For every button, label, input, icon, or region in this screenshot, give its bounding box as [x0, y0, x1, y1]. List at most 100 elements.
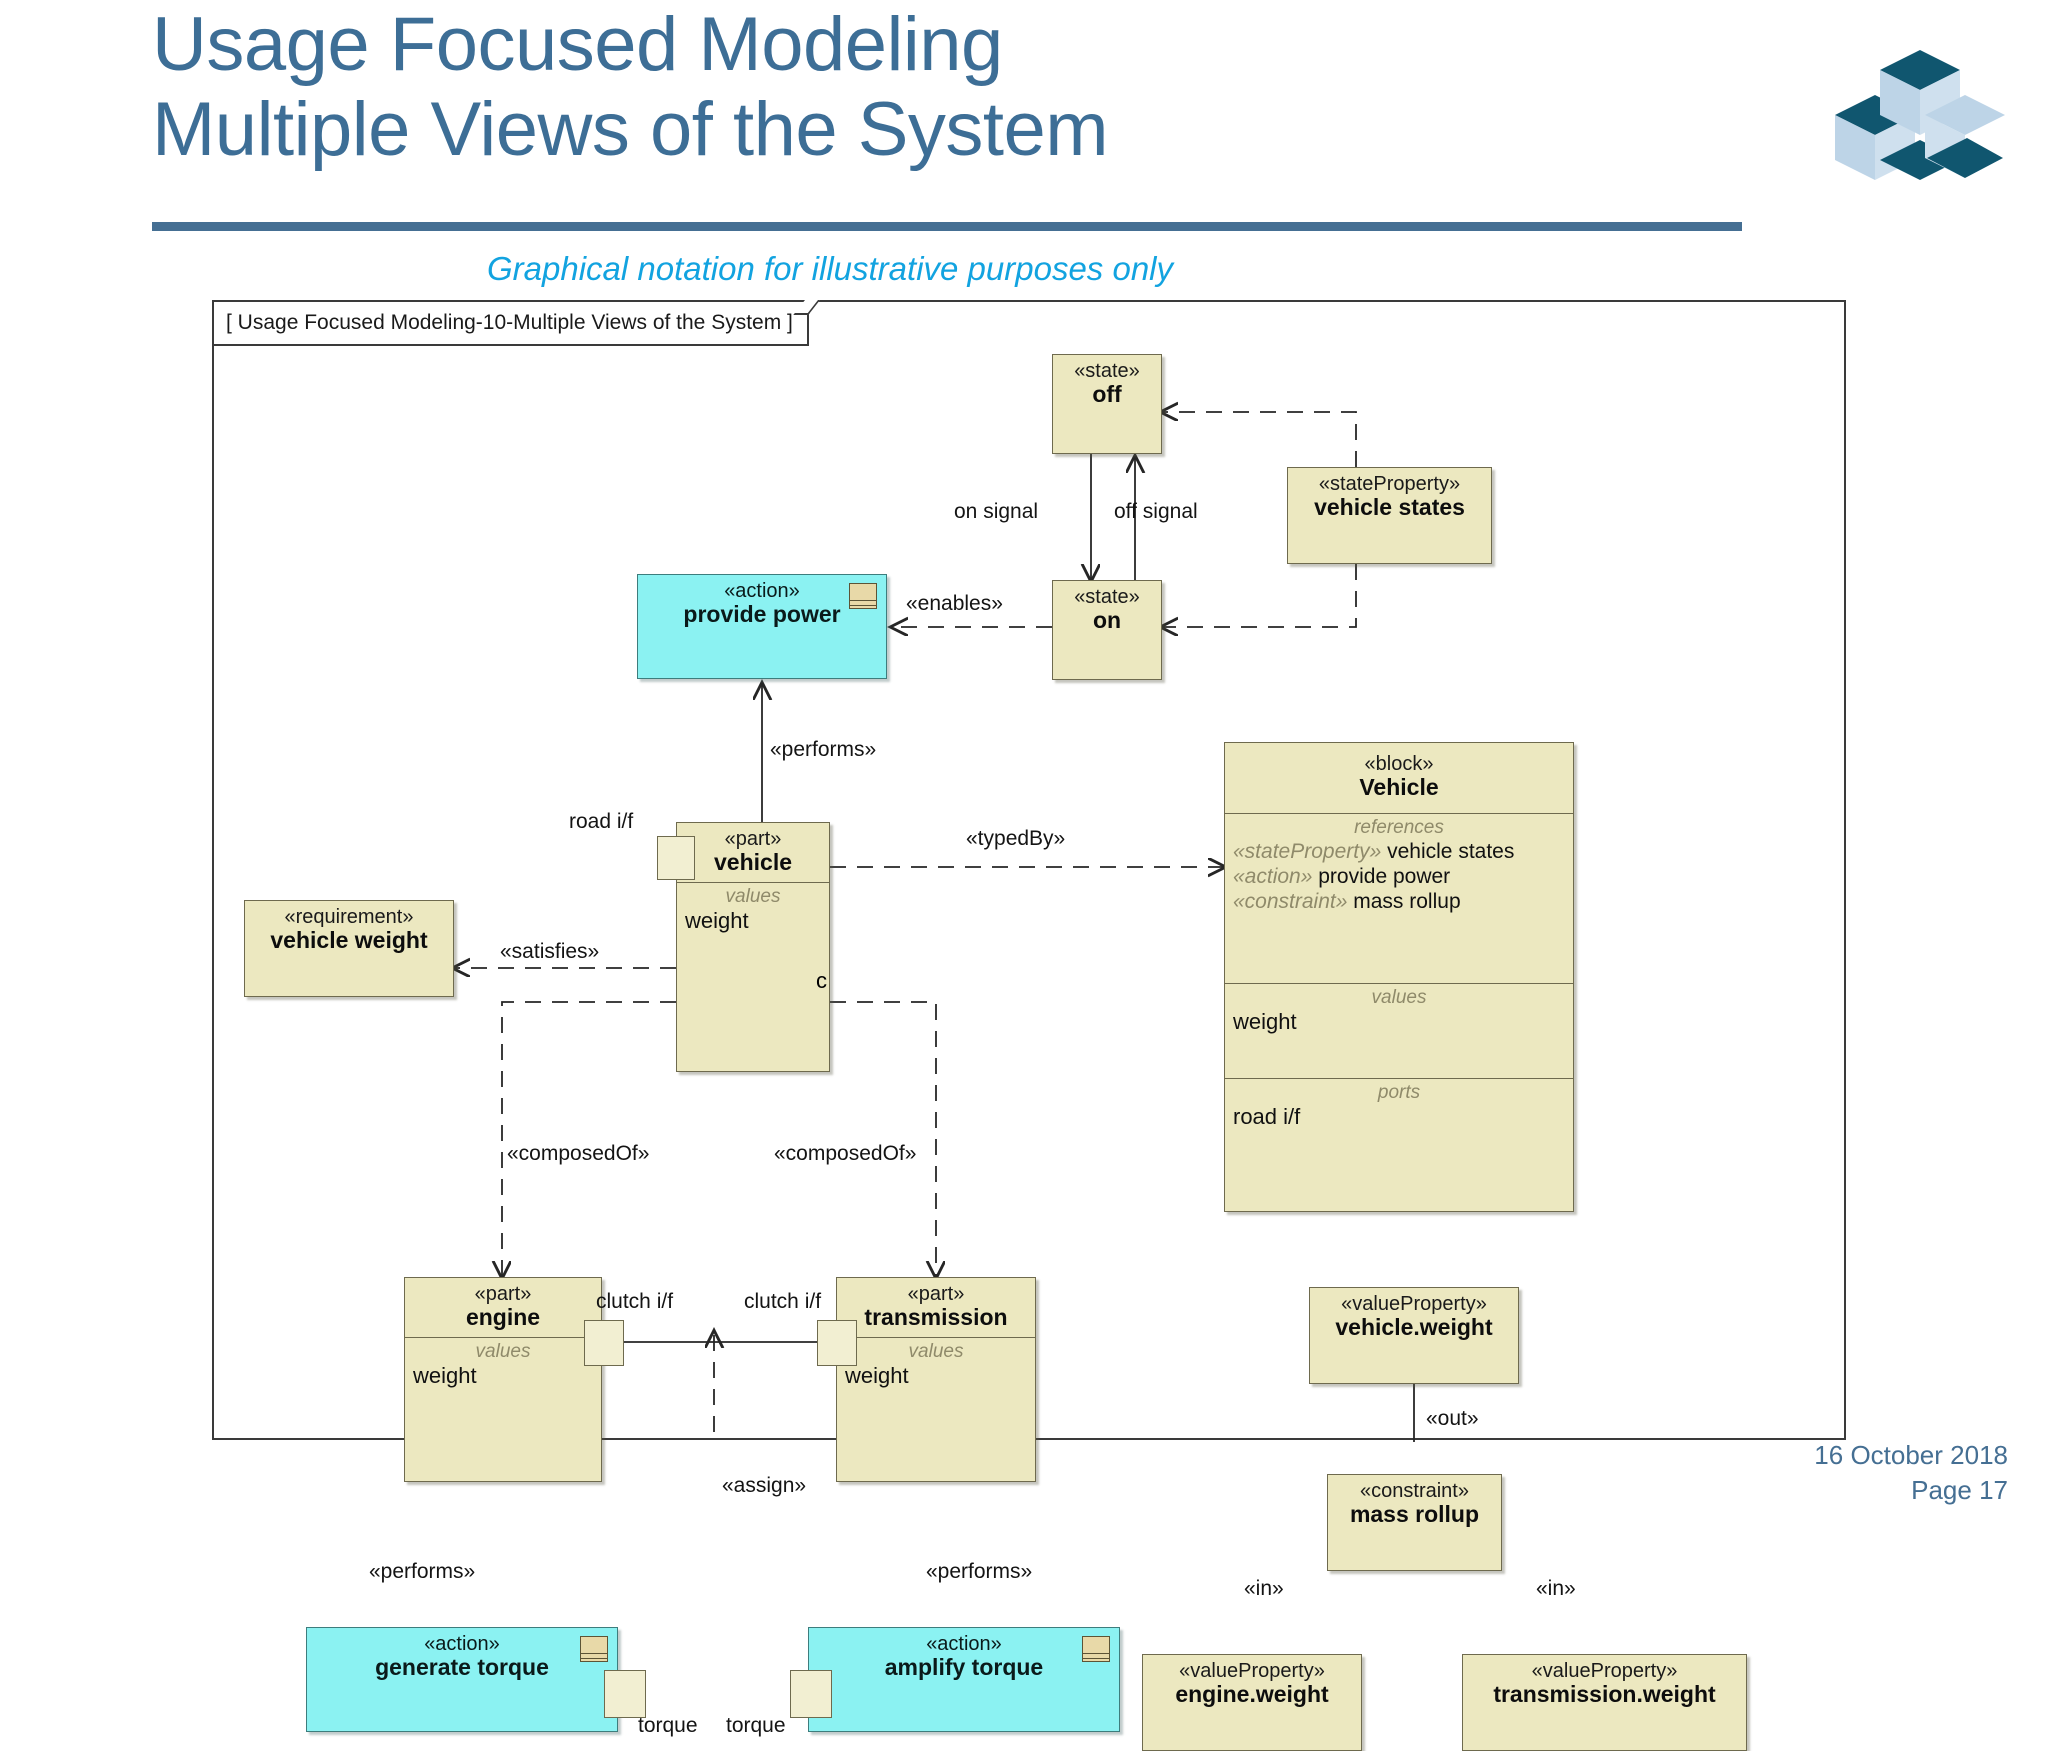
edge-label-torque-left: torque	[638, 1714, 698, 1737]
edge-label-torque-right: torque	[726, 1714, 786, 1737]
block-ref-1-stereotype: «action»	[1233, 865, 1313, 889]
edge-label-performs-right: «performs»	[926, 1560, 1033, 1583]
sysml-diagram-frame: [ Usage Focused Modeling-10-Multiple Vie…	[212, 300, 1846, 1751]
edge-label-performs-left: «performs»	[369, 1560, 476, 1583]
edge-label-road-if: road i/f	[569, 810, 634, 833]
vp-transmission-weight-stereotype: «valueProperty»	[1531, 1660, 1678, 1682]
node-value-property-transmission-weight[interactable]: «valueProperty» transmission.weight	[1462, 1654, 1747, 1751]
requirement-name: vehicle weight	[270, 927, 428, 954]
block-ports-caption: ports	[1377, 1082, 1421, 1104]
part-transmission-values-caption: values	[908, 1341, 964, 1363]
node-state-on[interactable]: «state» on	[1052, 580, 1162, 680]
connector-layer	[214, 302, 1415, 1442]
edge-label-in-left: «in»	[1244, 1577, 1284, 1600]
block-references-caption: references	[1354, 817, 1444, 839]
part-vehicle-values-caption: values	[725, 886, 781, 908]
vp-engine-weight-name: engine.weight	[1175, 1681, 1329, 1708]
footer-date: 16 October 2018	[1814, 1439, 2008, 1470]
generate-torque-stereotype: «action»	[424, 1633, 500, 1655]
page-title: Usage Focused Modeling Multiple Views of…	[152, 2, 1109, 173]
node-part-vehicle[interactable]: «part» vehicle values weight c	[676, 822, 830, 1072]
part-vehicle-edge-text: c	[816, 968, 827, 993]
edge-label-on-signal: on signal	[954, 500, 1039, 523]
node-action-generate-torque[interactable]: «action» generate torque	[306, 1627, 618, 1732]
node-block-vehicle[interactable]: «block» Vehicle references «statePropert…	[1224, 742, 1574, 1212]
port-vehicle-road-if[interactable]	[657, 836, 695, 880]
block-ref-0-stereotype: «stateProperty»	[1233, 839, 1382, 863]
block-values-caption: values	[1371, 987, 1427, 1009]
provide-power-name: provide power	[683, 601, 841, 628]
title-divider	[152, 222, 1742, 231]
state-off-name: off	[1092, 381, 1122, 408]
state-off-stereotype: «state»	[1074, 360, 1140, 382]
state-on-name: on	[1092, 607, 1122, 634]
edge-label-in-right: «in»	[1536, 1577, 1576, 1600]
part-transmission-values: weight	[845, 1362, 909, 1388]
vp-vehicle-weight-stereotype: «valueProperty»	[1341, 1293, 1487, 1315]
constraint-stereotype: «constraint»	[1360, 1480, 1469, 1502]
footer-page: Page 17	[1911, 1474, 2008, 1505]
edge-label-off-signal: off signal	[1114, 500, 1198, 523]
block-values: weight	[1233, 1008, 1297, 1034]
vp-transmission-weight-name: transmission.weight	[1493, 1681, 1716, 1708]
block-ref-2-stereotype: «constraint»	[1233, 890, 1348, 914]
edge-label-clutch-if-right: clutch i/f	[744, 1290, 822, 1313]
block-reference-row: «action» provide power	[1233, 864, 1565, 889]
node-state-property-vehicle-states[interactable]: «stateProperty» vehicle states	[1287, 467, 1492, 564]
activity-icon	[849, 583, 877, 609]
part-transmission-name: transmission	[864, 1304, 1008, 1331]
node-value-property-engine-weight[interactable]: «valueProperty» engine.weight	[1142, 1654, 1362, 1751]
state-property-name: vehicle states	[1314, 494, 1465, 521]
node-constraint-mass-rollup[interactable]: «constraint» mass rollup	[1327, 1474, 1502, 1571]
edge-label-enables: «enables»	[906, 592, 1003, 615]
slide-subtitle: Graphical notation for illustrative purp…	[486, 250, 1174, 287]
node-action-provide-power[interactable]: «action» provide power	[637, 574, 887, 679]
activity-icon	[580, 1636, 608, 1662]
edge-label-performs-top: «performs»	[770, 738, 877, 761]
node-value-property-vehicle-weight[interactable]: «valueProperty» vehicle.weight	[1309, 1287, 1519, 1384]
requirement-stereotype: «requirement»	[284, 906, 414, 928]
constraint-name: mass rollup	[1349, 1501, 1480, 1528]
vp-engine-weight-stereotype: «valueProperty»	[1179, 1660, 1325, 1682]
state-property-stereotype: «stateProperty»	[1318, 473, 1461, 495]
part-vehicle-values: weight	[685, 907, 749, 933]
pin-amplify-torque-in[interactable]	[790, 1670, 832, 1718]
node-part-transmission[interactable]: «part» transmission values weight	[836, 1277, 1036, 1482]
port-transmission-clutch-if[interactable]	[817, 1320, 857, 1366]
block-reference-row: «stateProperty» vehicle states	[1233, 839, 1565, 864]
state-on-stereotype: «state»	[1074, 586, 1140, 608]
part-engine-values: weight	[413, 1362, 477, 1388]
edge-label-clutch-if-left: clutch i/f	[596, 1290, 674, 1313]
amplify-torque-stereotype: «action»	[926, 1633, 1002, 1655]
provide-power-stereotype: «action»	[724, 580, 800, 602]
activity-icon	[1082, 1636, 1110, 1662]
generate-torque-name: generate torque	[375, 1654, 549, 1681]
block-reference-row: «constraint» mass rollup	[1233, 889, 1565, 914]
company-logo	[1775, 40, 2005, 210]
part-vehicle-name: vehicle	[714, 849, 792, 876]
node-action-amplify-torque[interactable]: «action» amplify torque	[808, 1627, 1120, 1732]
vp-vehicle-weight-name: vehicle.weight	[1335, 1314, 1493, 1341]
amplify-torque-name: amplify torque	[884, 1654, 1044, 1681]
edge-label-composed-of-left: «composedOf»	[507, 1142, 650, 1165]
node-state-off[interactable]: «state» off	[1052, 354, 1162, 454]
block-ref-1-text: provide power	[1318, 865, 1451, 889]
part-engine-stereotype: «part»	[474, 1283, 532, 1305]
part-transmission-stereotype: «part»	[907, 1283, 965, 1305]
part-engine-name: engine	[465, 1304, 541, 1331]
pin-generate-torque-out[interactable]	[604, 1670, 646, 1718]
edge-label-composed-of-right: «composedOf»	[774, 1142, 917, 1165]
edge-label-satisfies: «satisfies»	[500, 940, 600, 963]
block-ref-2-text: mass rollup	[1353, 890, 1461, 914]
block-vehicle-stereotype: «block»	[1364, 753, 1434, 775]
node-part-engine[interactable]: «part» engine values weight	[404, 1277, 602, 1482]
edge-label-typed-by: «typedBy»	[966, 827, 1066, 850]
diagram-frame-label: [ Usage Focused Modeling-10-Multiple Vie…	[214, 302, 809, 346]
node-requirement-vehicle-weight[interactable]: «requirement» vehicle weight	[244, 900, 454, 997]
edge-label-out: «out»	[1426, 1407, 1479, 1430]
part-engine-values-caption: values	[475, 1341, 531, 1363]
block-ports: road i/f	[1233, 1103, 1301, 1129]
logo-isometric-blocks	[1835, 50, 2005, 180]
edge-label-assign: «assign»	[722, 1474, 807, 1497]
port-engine-clutch-if[interactable]	[584, 1320, 624, 1366]
